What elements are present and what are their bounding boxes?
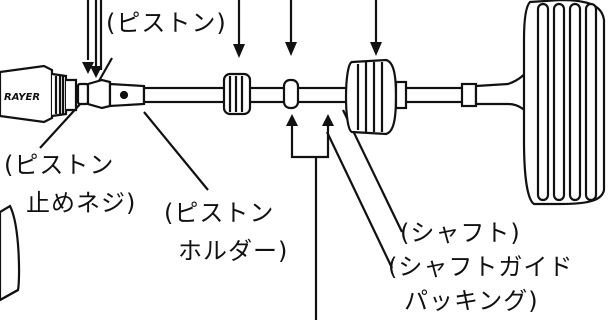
arrow-4: [285, 42, 297, 56]
brand-label: RAYER: [4, 92, 40, 103]
bottle-top: [0, 204, 21, 302]
arrowheads: [82, 42, 382, 126]
label-piston-stop-screw-line2: 止めネジ): [26, 189, 137, 217]
arrow-2: [90, 66, 102, 78]
piston-stop-screw: [76, 82, 90, 106]
shaft-collar: [460, 82, 478, 108]
label-shaft-guide-packing-line2: パッキング): [404, 287, 539, 315]
grip-rib-1: [536, 2, 550, 202]
shaft: [142, 86, 476, 104]
nut-neck: [394, 80, 408, 110]
grip-rib-4: [584, 2, 598, 202]
arrow-3: [233, 44, 245, 58]
grip-rib-2: [552, 2, 566, 202]
arrow-5: [370, 42, 382, 56]
label-piston: (ピストン): [106, 9, 227, 37]
nut-body: [344, 58, 398, 136]
sprayer-neck: [0, 64, 54, 124]
handle: [460, 0, 606, 206]
leader-line-holder: [143, 111, 209, 191]
leader-line-packing: [326, 131, 393, 269]
piston-holder-hole: [119, 90, 129, 100]
packing-ring: [222, 72, 252, 116]
label-piston-stop-screw-line1: (ピストン: [4, 151, 115, 179]
label-shaft: (シャフト): [400, 219, 521, 247]
shaft-nut: [344, 58, 408, 136]
piston-assembly: [76, 78, 146, 110]
arrow-6: [286, 114, 298, 126]
label-shaft-guide-packing-line1: (シャフトガイド: [388, 253, 574, 281]
handle-neck: [474, 65, 532, 119]
arrow-1: [82, 62, 94, 74]
sprayer-nozzle: [66, 78, 78, 112]
shaft-guide-packing: [282, 78, 300, 110]
label-piston-holder-line2: ホルダー): [178, 237, 289, 265]
label-piston-holder-line1: (ピストン: [164, 199, 275, 227]
bottle: [0, 204, 21, 302]
arrow-7: [322, 114, 334, 126]
leader-lines: [39, 0, 403, 320]
grip-rib-3: [568, 2, 582, 202]
bracket: [290, 124, 330, 159]
piston: [86, 78, 112, 110]
sprayer-body: [0, 64, 78, 124]
shaft-rod: [142, 86, 476, 104]
